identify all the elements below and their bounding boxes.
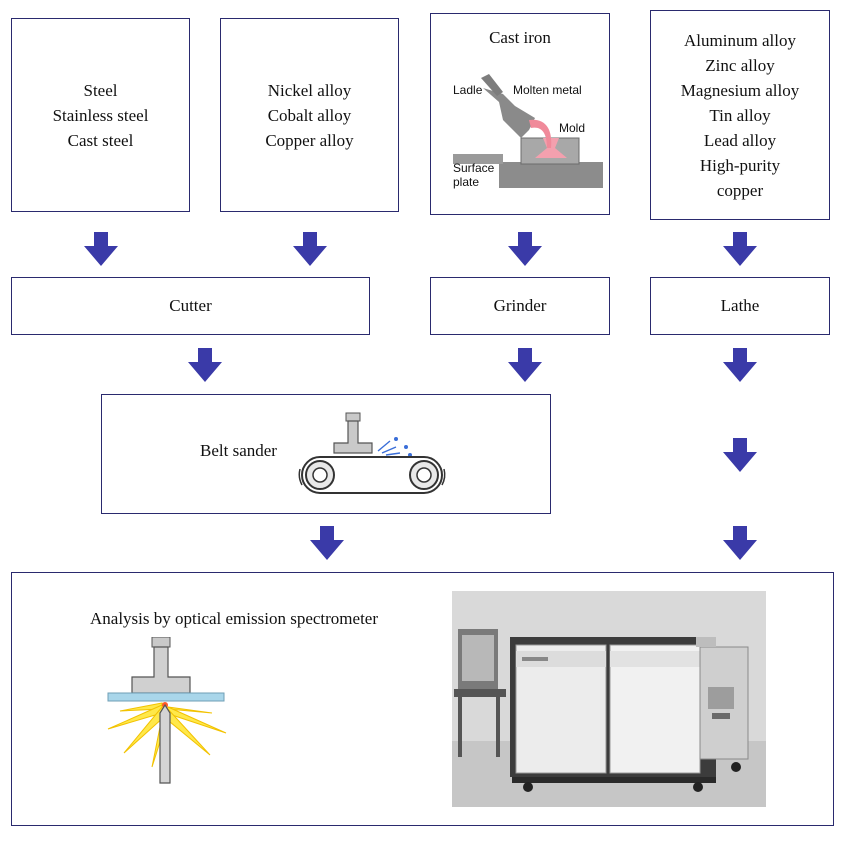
stage-grinder-label: Grinder	[493, 296, 547, 315]
material-zinc-alloy: Zinc alloy	[705, 55, 775, 75]
down-arrow-icon	[84, 232, 118, 266]
stage-belt-sander-label: Belt sander	[200, 441, 277, 460]
molten-metal-label: Molten metal	[513, 83, 582, 97]
down-arrow-icon	[723, 526, 757, 560]
casting-illustration: Ladle Molten metal Mold Surface plate	[453, 74, 603, 189]
surface-plate-label-1: Surface	[453, 161, 495, 175]
down-arrow-icon	[723, 438, 757, 472]
stage-grinder: Grinder	[430, 277, 610, 335]
mold-label: Mold	[559, 121, 585, 135]
material-cast-steel: Cast steel	[67, 130, 134, 150]
down-arrow-icon	[723, 348, 757, 382]
material-box-nonferrous: Aluminum alloy Zinc alloy Magnesium allo…	[650, 10, 830, 220]
down-arrow-icon	[188, 348, 222, 382]
molten-metal-stream	[529, 119, 552, 148]
down-arrow-icon	[508, 348, 542, 382]
material-box-steels: Steel Stainless steel Cast steel	[11, 18, 190, 212]
material-copper-alloy: Copper alloy	[265, 130, 354, 150]
material-stainless-steel: Stainless steel	[52, 105, 149, 125]
analysis-label: Analysis by optical emission spectromete…	[90, 609, 378, 628]
material-nickel-alloy: Nickel alloy	[267, 80, 352, 100]
stage-lathe-label: Lathe	[720, 296, 760, 315]
belt-sander-illustration	[298, 412, 446, 494]
material-steel: Steel	[83, 80, 118, 100]
down-arrow-icon	[293, 232, 327, 266]
material-aluminum-alloy: Aluminum alloy	[684, 30, 796, 50]
material-lead-alloy: Lead alloy	[703, 130, 777, 150]
down-arrow-icon	[310, 526, 344, 560]
material-high-purity: High-purity	[699, 155, 781, 175]
stage-belt-sander: Belt sander	[101, 394, 551, 514]
down-arrow-icon	[508, 232, 542, 266]
surface-plate-shape	[499, 162, 603, 188]
material-tin-alloy: Tin alloy	[709, 105, 771, 125]
spark-discharge-illustration	[107, 637, 227, 784]
material-box-nickel-cobalt-copper: Nickel alloy Cobalt alloy Copper alloy	[220, 18, 399, 212]
stage-cutter-label: Cutter	[169, 296, 212, 315]
ladle-label: Ladle	[453, 83, 483, 97]
down-arrow-icon	[723, 232, 757, 266]
material-magnesium-alloy: Magnesium alloy	[680, 80, 800, 100]
material-cast-iron-title: Cast iron	[489, 28, 551, 47]
analysis-box: Analysis by optical emission spectromete…	[11, 572, 834, 826]
material-box-cast-iron: Cast iron Ladle Molten metal Mold Surfac…	[430, 13, 610, 215]
material-copper: copper	[716, 180, 764, 200]
stage-lathe: Lathe	[650, 277, 830, 335]
ladle-shape	[483, 88, 535, 138]
stage-cutter: Cutter	[11, 277, 370, 335]
surface-plate-label-2: plate	[453, 175, 479, 189]
material-cobalt-alloy: Cobalt alloy	[267, 105, 352, 125]
spectrometer-instrument-image	[452, 591, 766, 807]
